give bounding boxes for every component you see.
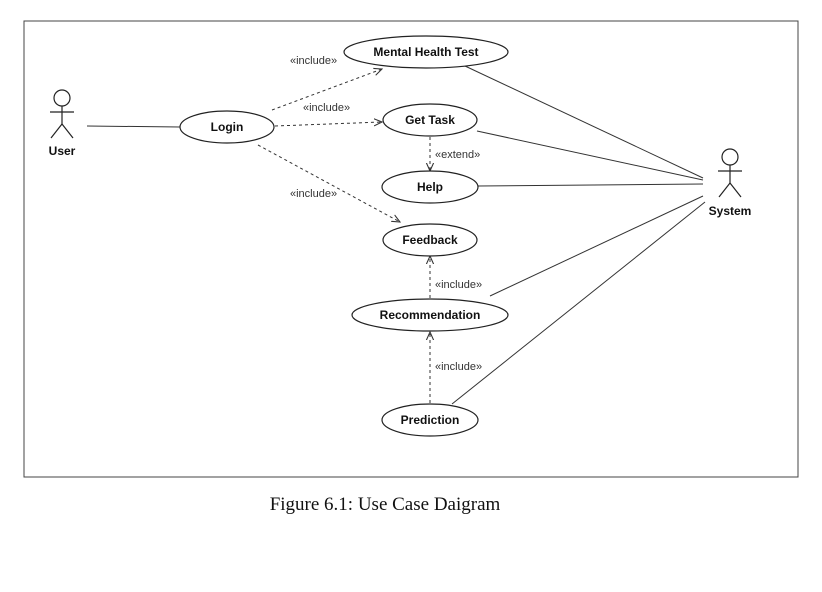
system-prediction-association [451,201,706,405]
login-label: Login [211,120,244,134]
login-get-task-stereotype: «include» [303,102,350,114]
use-case-login: Login [179,110,275,144]
recommendation-feedback-stereotype: «include» [435,279,482,291]
use-case-prediction: Prediction [381,403,479,437]
system-recommendation-association [489,195,704,297]
system-help-association [477,183,704,187]
use-case-mental-health-test: Mental Health Test [343,35,509,69]
mental-health-test-label: Mental Health Test [373,45,478,59]
dependency-lines [257,69,430,403]
recommendation-label: Recommendation [380,308,481,322]
feedback-label: Feedback [402,233,458,247]
figure-caption: Figure 6.1: Use Case Daigram [269,494,501,515]
system-get-task-association [476,130,704,181]
use-case-recommendation: Recommendation [351,298,509,332]
use-case-feedback: Feedback [382,223,478,257]
user-login-association [86,125,181,128]
help-label: Help [417,180,443,194]
association-lines [86,65,706,405]
login-mht-stereotype: «include» [290,55,337,67]
system-actor-label: System [709,204,752,218]
use-case-get-task: Get Task [382,103,478,137]
get-task-label: Get Task [405,113,455,127]
login-mht-include [271,69,382,111]
system-mht-association [464,65,704,179]
login-feedback-stereotype: «include» [290,188,337,200]
use-case-help: Help [381,170,479,204]
user-actor [50,89,74,139]
login-feedback-include [257,144,400,222]
get-task-help-stereotype: «extend» [435,149,480,161]
system-actor [718,148,742,198]
user-actor-label: User [49,144,76,158]
prediction-label: Prediction [401,413,460,427]
prediction-recommendation-stereotype: «include» [435,361,482,373]
